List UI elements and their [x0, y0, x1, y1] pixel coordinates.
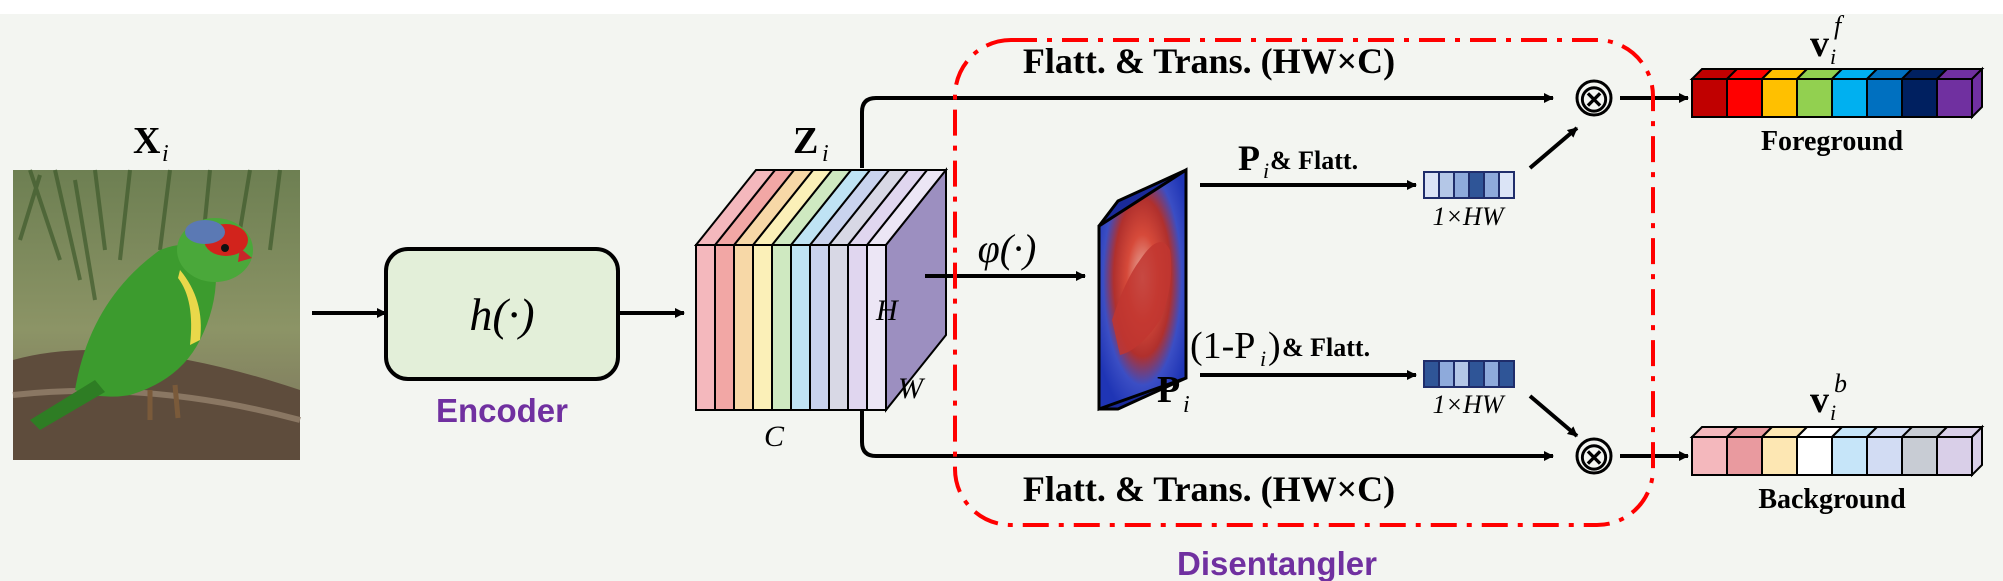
vector-cell-side: [1971, 66, 1983, 120]
vector-cell: [1796, 78, 1833, 118]
feature-cube: [693, 167, 949, 413]
bg-branch-prefix: (1-P: [1190, 325, 1255, 367]
mask-p-label: P: [1157, 369, 1180, 411]
otimes-bottom-circle: [1575, 437, 1613, 475]
vb-sup: b: [1834, 369, 1847, 398]
mask-vector-bottom: [1423, 360, 1515, 388]
foreground-vector: [1689, 66, 1985, 120]
mask-heatmap: [1097, 167, 1188, 412]
cube-slice-front: [714, 244, 735, 411]
vb-label: v: [1810, 379, 1829, 421]
vector-cell: [1901, 78, 1938, 118]
input-image-label: X: [133, 120, 160, 162]
cube-slice-front: [771, 244, 792, 411]
feature-z-label: Z: [793, 120, 818, 162]
cube-slice-front: [828, 244, 849, 411]
disentangler-title: Disentangler: [1177, 545, 1377, 581]
otimes-top-circle: [1575, 79, 1613, 117]
encoder-function: h(·): [469, 289, 534, 340]
vec-size-top: 1×HW: [1433, 202, 1506, 231]
mask-vector-cell: [1468, 360, 1485, 388]
bg-branch-suffix: & Flatt.: [1282, 333, 1370, 362]
vf-sub: i: [1830, 44, 1836, 69]
mask-vector-cell: [1423, 171, 1440, 199]
mask-vector-cell: [1453, 360, 1470, 388]
arrow-bottom-flatten: [860, 410, 1554, 461]
dim-w-label: W: [898, 372, 926, 405]
otimes-bottom: ⊗: [1577, 434, 1611, 479]
vector-cell: [1936, 78, 1973, 118]
fg-branch-suffix: & Flatt.: [1270, 146, 1358, 175]
mask-p-sub: i: [1183, 392, 1190, 418]
foreground-label: Foreground: [1761, 126, 1904, 157]
disentangler-box: [953, 38, 1655, 527]
vector-cell: [1831, 436, 1868, 476]
mask-vector-cell: [1453, 171, 1470, 199]
cube-slice-front: [695, 244, 716, 411]
vector-cell: [1866, 78, 1903, 118]
mask-vector-cell: [1483, 360, 1500, 388]
vector-cell: [1831, 78, 1868, 118]
vf-sup: f: [1834, 11, 1845, 40]
arrow-top-flatten: [860, 93, 1554, 168]
vector-cell: [1726, 78, 1763, 118]
input-bird-image: [12, 169, 301, 460]
cube-slice-front: [733, 244, 754, 411]
mask-vector-cell: [1498, 360, 1515, 388]
fg-branch-sub: i: [1263, 158, 1269, 183]
arrow-fg-to-otimes: [1528, 126, 1579, 170]
mask-vector-cell: [1483, 171, 1500, 199]
dim-c-label: C: [764, 420, 785, 453]
otimes-top: ⊗: [1577, 76, 1611, 121]
fg-branch-p: P: [1238, 138, 1260, 178]
arrow-bg-to-otimes: [1528, 394, 1579, 438]
mask-vector-top: [1423, 171, 1515, 199]
panel-background: [0, 14, 2003, 581]
mask-vector-cell: [1468, 171, 1485, 199]
cube-side-face: [885, 167, 947, 413]
cube-slice-front: [809, 244, 830, 411]
mask-vector-cell: [1498, 171, 1515, 199]
background-label: Background: [1758, 484, 1906, 515]
vector-cell-side: [1971, 424, 1983, 478]
vector-cell: [1936, 436, 1973, 476]
vector-cell: [1761, 436, 1798, 476]
vector-cell: [1796, 436, 1833, 476]
feature-z-sub: i: [822, 141, 829, 167]
vector-cell: [1761, 78, 1798, 118]
vector-cell: [1691, 436, 1728, 476]
flatt-trans-bottom: Flatt. & Trans. (HW×C): [1023, 469, 1395, 509]
vf-label: v: [1810, 23, 1829, 65]
mask-vector-cell: [1438, 360, 1455, 388]
cube-slice-front: [752, 244, 773, 411]
vector-cell: [1901, 436, 1938, 476]
input-image-label-sub: i: [162, 141, 169, 167]
bg-branch-sub: i: [1260, 346, 1266, 371]
mask-vector-cell: [1423, 360, 1440, 388]
vector-cell: [1866, 436, 1903, 476]
vector-cell: [1726, 436, 1763, 476]
encoder-box: [384, 247, 620, 381]
dim-h-label: H: [875, 294, 900, 327]
phi-label: φ(·): [978, 226, 1037, 271]
vector-cell: [1691, 78, 1728, 118]
vec-size-bottom: 1×HW: [1433, 390, 1506, 419]
cube-slice-front: [866, 244, 887, 411]
flatt-trans-top: Flatt. & Trans. (HW×C): [1023, 41, 1395, 81]
bg-branch-close: ): [1268, 325, 1281, 367]
background-vector: [1689, 424, 1985, 478]
encoder-title: Encoder: [436, 392, 568, 429]
cube-slice-front: [790, 244, 811, 411]
vb-sub: i: [1830, 400, 1836, 425]
cube-slice-front: [847, 244, 868, 411]
mask-vector-cell: [1438, 171, 1455, 199]
